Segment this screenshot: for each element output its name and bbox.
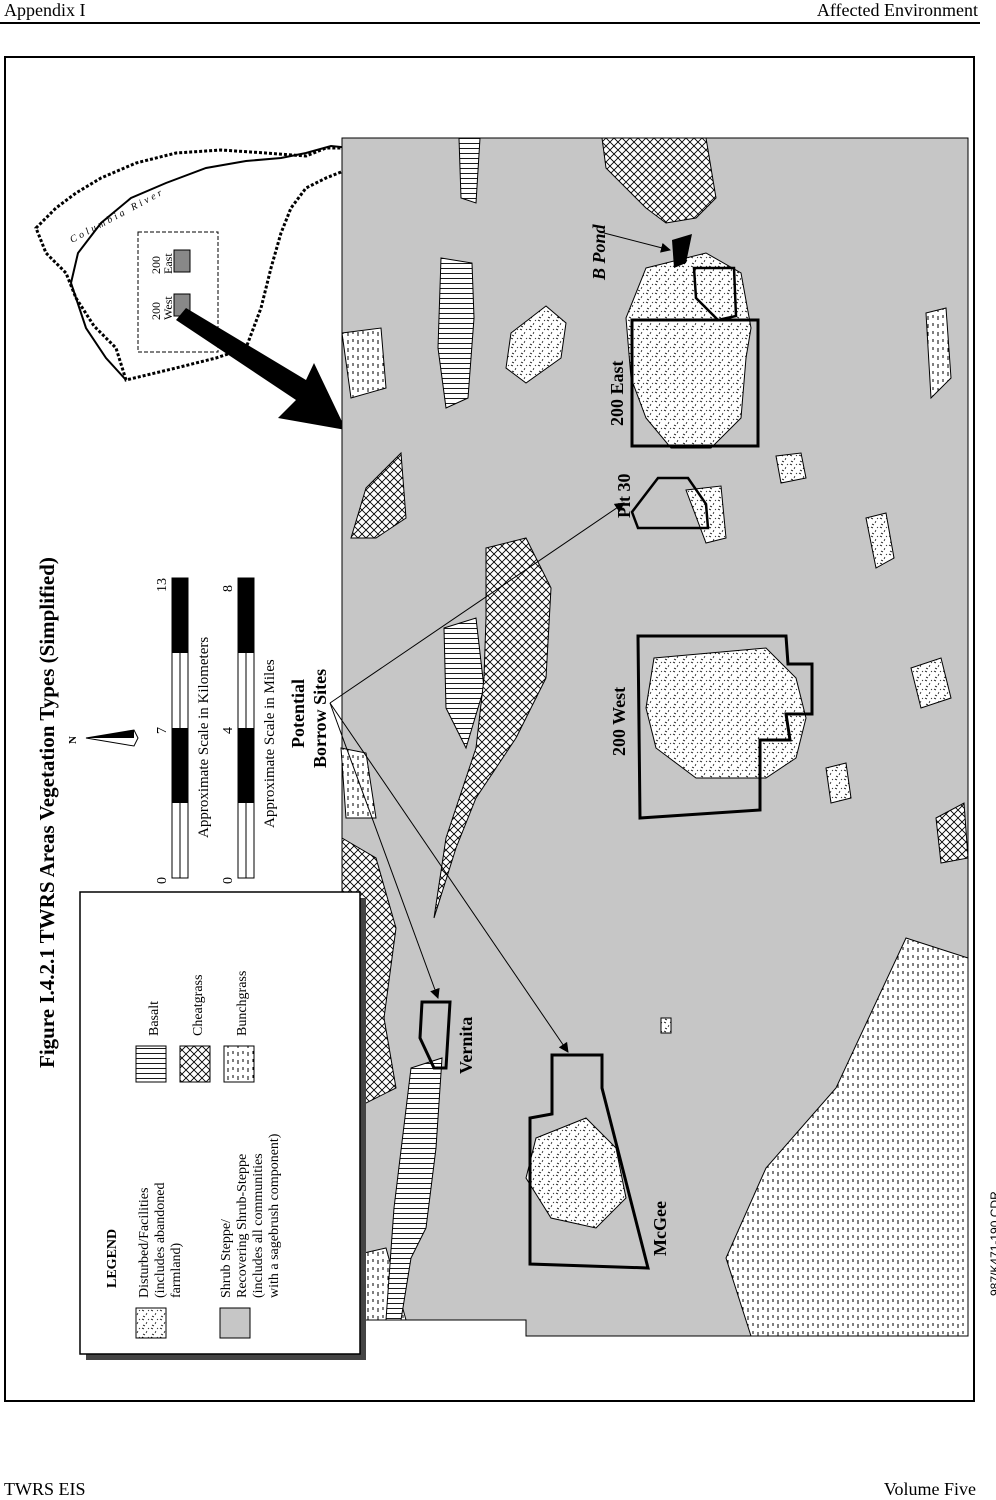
vegetation-map: B Pond 200 East Pit 30 200 West Vernita … [288,137,969,1337]
footer-left: TWRS EIS [4,1479,86,1499]
legend-swatch-disturbed [135,1307,167,1339]
bunchgrass-area [725,937,969,1337]
label-pit30: Pit 30 [614,474,634,519]
label-b-pond: B Pond [589,223,609,281]
inset-200-west-num: 200 [149,302,163,320]
header-right: Affected Environment [816,0,978,20]
km-tick-1: 7 [155,727,170,734]
legend-cheatgrass: Cheatgrass [191,975,206,1036]
header-rule [0,22,980,24]
legend-bunchgrass: Bunchgrass [235,971,250,1036]
mi-label: Approximate Scale in Miles [262,659,278,828]
mi-tick-2: 8 [221,585,236,592]
legend-shrub-2: Recovering Shrub-Steppe [235,1154,250,1298]
label-vernita: Vernita [456,1017,476,1074]
pit30-boundary [630,476,710,530]
north-label: N [67,736,79,744]
legend-disturbed-2: (includes abandoned [153,1183,168,1298]
scale-bars: 0 7 13 Approximate Scale in Kilometers 0… [155,577,278,884]
legend-title: LEGEND [105,1229,120,1288]
inset-200-west-label: West [161,296,175,320]
inset-200-east-label: East [161,253,175,274]
legend-shrub-1: Shrub Steppe/ [219,1219,234,1298]
vernita-boundary [418,1000,452,1070]
label-200-east: 200 East [607,360,627,426]
legend-swatch-basalt [135,1045,167,1083]
mi-tick-1: 4 [221,727,236,734]
200-east-boundary [630,318,760,448]
200-west-boundary [636,634,814,820]
legend-shrub-4: with a sagebrush component) [267,1133,282,1298]
legend: LEGEND Disturbed/Facilities (includes ab… [79,891,366,1360]
mcgee-boundary [528,1053,650,1270]
legend-swatch-shrub [219,1307,251,1339]
b-pond [672,234,692,268]
header-left: Appendix I [4,0,86,20]
inset-200-east-num: 200 [149,256,163,274]
footer-right: Volume Five [883,1479,976,1499]
label-200-west: 200 West [609,687,629,756]
figure-title: Figure I.4.2.1 TWRS Areas Vegetation Typ… [35,557,59,1068]
label-mcgee: McGee [650,1201,670,1256]
label-borrow-1: Potential [288,679,308,748]
north-arrow: N [67,729,139,747]
inset-river-label: Columbia River [68,186,166,245]
columbia-river [69,144,352,381]
legend-disturbed-1: Disturbed/Facilities [137,1188,152,1298]
map-figure: Figure I.4.2.1 TWRS Areas Vegetation Typ… [34,137,969,1360]
km-tick-0: 0 [155,877,170,884]
inset-map: Columbia River 200 East 200 West [34,144,353,430]
cheatgrass-area [433,537,552,919]
drawing-reference: 987/K471-190.CDR [988,1191,996,1296]
inset-detail-box [137,231,219,353]
legend-basalt: Basalt [147,1001,162,1036]
legend-swatch-cheat [179,1045,211,1083]
legend-shrub-3: (includes all communities [251,1153,266,1298]
basalt-area [437,257,475,409]
legend-swatch-bunch [223,1045,255,1083]
200-west-disturbed [645,647,807,779]
mi-tick-0: 0 [221,877,236,884]
km-label: Approximate Scale in Kilometers [196,637,212,838]
km-tick-2: 13 [155,578,170,592]
inset-200-east [173,249,191,273]
label-borrow-2: Borrow Sites [310,669,330,768]
inset-pointer-arrow [176,308,346,430]
legend-disturbed-3: farmland) [169,1242,184,1298]
figure-frame: Figure I.4.2.1 TWRS Areas Vegetation Typ… [4,56,975,1402]
